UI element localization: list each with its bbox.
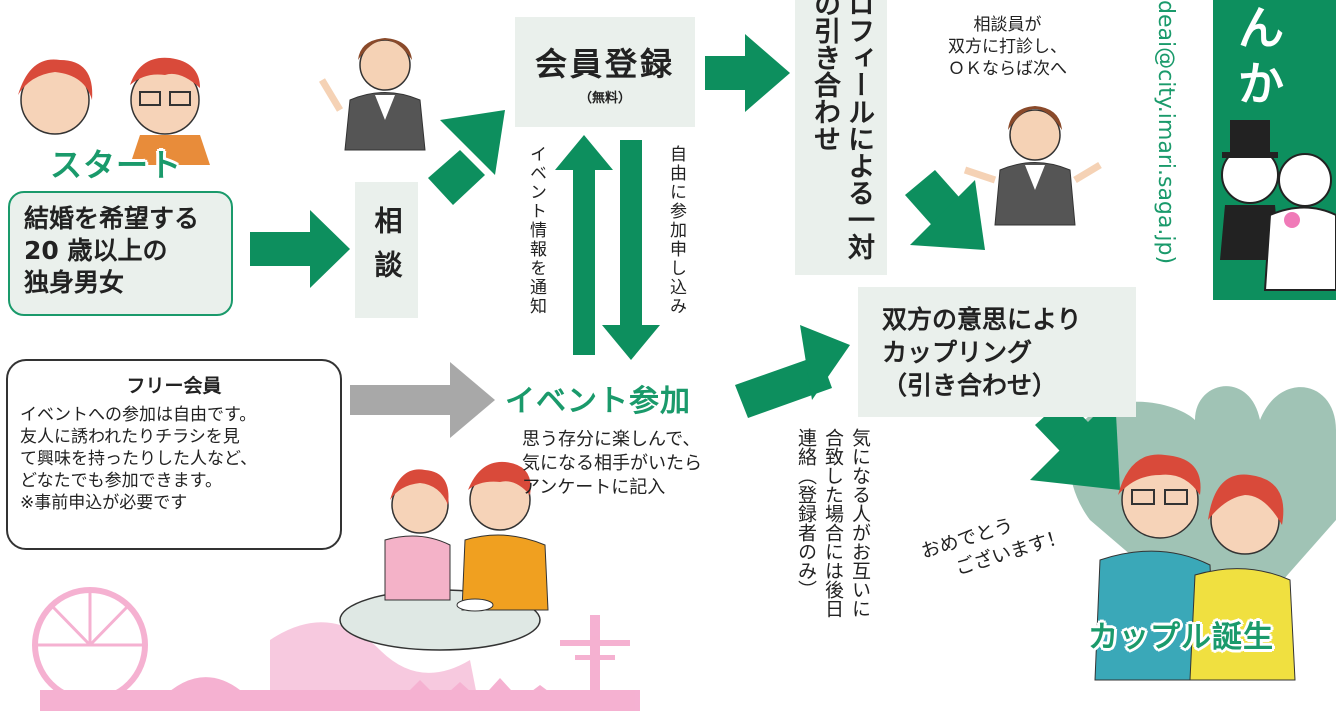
free-member-line: イベントへの参加は自由です。 <box>20 405 257 425</box>
free-member-line: 友人に誘われたりチラシを見 <box>20 427 240 447</box>
eligibility-line: 20 歳以上の <box>24 236 168 265</box>
free-member-line: ※事前申込が必要です <box>20 493 188 513</box>
free-member-title: フリー会員 <box>126 375 222 397</box>
event-desc-line: 思う存分に楽しんで、 <box>522 429 701 450</box>
up-arrow <box>555 135 613 355</box>
cafe-couple-illustration <box>339 461 549 651</box>
side-banner-text: ん か <box>1238 0 1284 112</box>
bride-groom-illustration <box>1220 120 1336 291</box>
email-column: deai@city.imari.saga.jp) <box>1153 0 1193 330</box>
happy-couple-illustration <box>1094 454 1296 681</box>
free-member-line: どなたでも参加できます。 <box>20 471 222 491</box>
coupling-line: （引き合わせ） <box>882 370 1058 400</box>
register-sub: （無料） <box>578 90 631 106</box>
counselor-illustration-2 <box>963 106 1102 226</box>
couple-born-label: カップル誕生 <box>1088 620 1274 655</box>
coupling-line: 双方の意思により <box>882 304 1082 334</box>
consult-box: 相談 <box>355 182 418 318</box>
arrow-to-profile <box>705 34 790 112</box>
counselor-note-line: 相談員が <box>973 15 1042 35</box>
start-couple-illustration <box>18 57 210 165</box>
arrow-profile-to-coupling <box>905 170 985 250</box>
counselor-note: 相談員が 双方に打診し、 ＯＫならば次へ <box>948 14 1067 80</box>
counselor-illustration-1 <box>318 38 426 151</box>
counselor-note-line: 双方に打診し、 <box>948 37 1067 57</box>
coupling-line: カップリング <box>882 337 1033 367</box>
register-title: 会員登録 <box>534 44 675 83</box>
profile-intro-box: プロフィールによる一対１の引き合わせ <box>795 0 887 275</box>
mutual-note-line: 合致した場合には後日 <box>822 428 844 618</box>
event-desc-line: アンケートに記入 <box>522 477 666 498</box>
free-member-box: フリー会員 イベントへの参加は自由です。 友人に誘われたりチラシを見 て興味を持… <box>6 359 342 550</box>
amusement-park-illustration <box>32 587 640 711</box>
coupling-box: 双方の意思により カップリング （引き合わせ） <box>858 287 1136 417</box>
start-label: スタート <box>50 146 183 184</box>
event-desc: 思う存分に楽しんで、 気になる相手がいたら アンケートに記入 <box>522 428 702 500</box>
register-box: 会員登録 （無料） <box>515 17 695 127</box>
free-member-line: て興味を持ったりした人など、 <box>20 449 258 469</box>
eligibility-line: 独身男女 <box>24 268 125 297</box>
mutual-note-line: 気になる人がお互いに <box>849 428 871 618</box>
side-banner-char: か <box>1238 57 1284 111</box>
arrow-to-register <box>428 110 505 205</box>
mutual-note: 気になる人がお互いに 合致した場合には後日 連絡（登録者のみ） <box>793 428 872 618</box>
event-label: イベント参加 <box>505 384 691 419</box>
counselor-note-line: ＯＫならば次へ <box>948 59 1067 79</box>
eligibility-line: 結婚を希望する <box>24 204 200 233</box>
event-desc-line: 気になる相手がいたら <box>522 453 702 474</box>
gray-arrow <box>350 362 495 438</box>
email-text: deai@city.imari.saga.jp) <box>1153 0 1178 265</box>
free-apply-note: 自由に参加申し込み <box>666 145 686 316</box>
arrow-to-coupling <box>735 325 850 418</box>
arrow-to-consult <box>250 210 350 288</box>
profile-intro-label: プロフィールによる一対１の引き合わせ <box>809 0 874 260</box>
consult-label: 相談 <box>370 206 404 294</box>
notify-events-note: イベント情報を通知 <box>526 145 546 316</box>
down-arrow <box>602 140 660 360</box>
mutual-note-line: 連絡（登録者のみ） <box>795 428 817 599</box>
eligibility-box: 結婚を希望する 20 歳以上の 独身男女 <box>8 191 233 316</box>
side-banner-char: ん <box>1238 1 1284 55</box>
